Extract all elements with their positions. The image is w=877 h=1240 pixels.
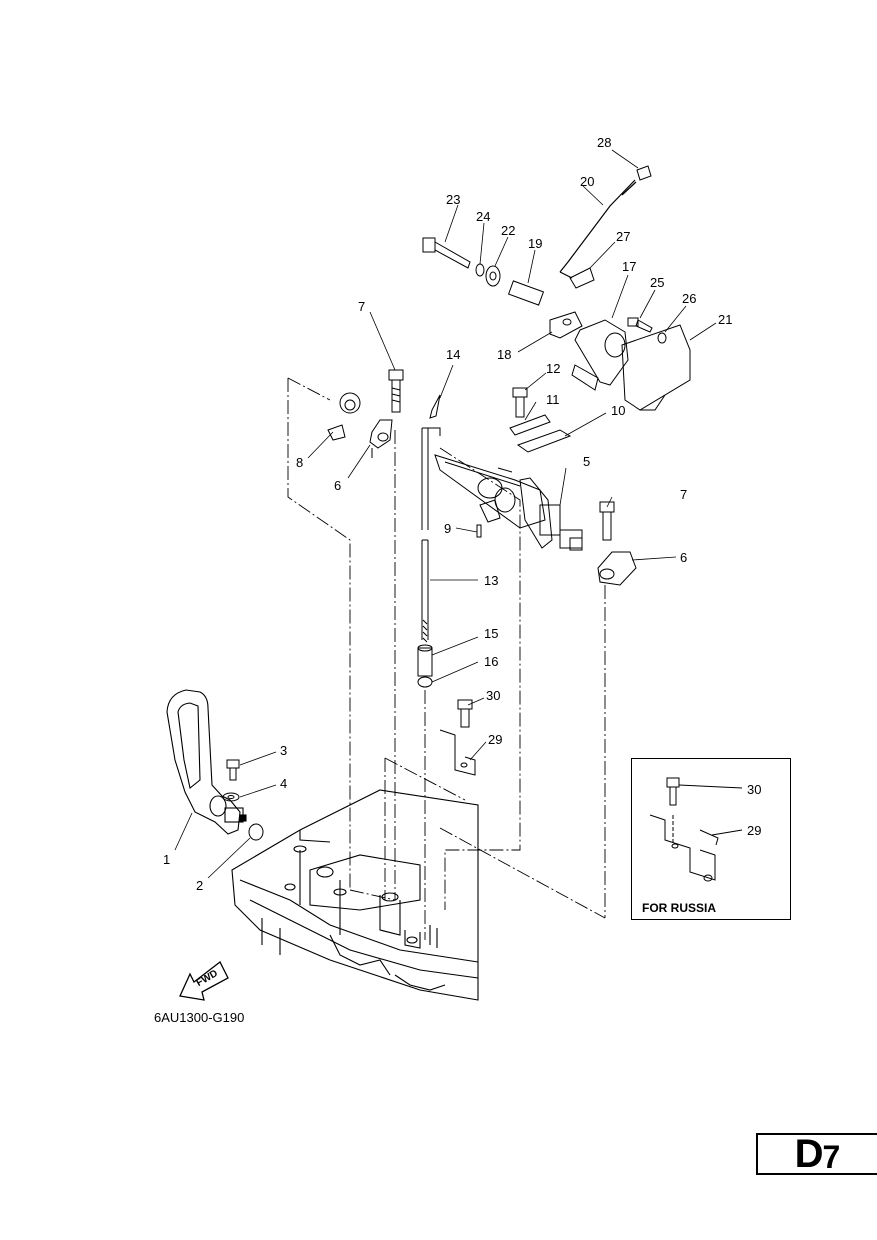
leader-lines [174,149,717,879]
part-19-spacer [507,280,545,306]
part-label-10: 10 [611,403,626,418]
part-label-9: 9 [444,521,452,536]
part-label-3: 3 [280,743,288,758]
part-14-clip [429,394,441,419]
part-7-bolt-upper [388,369,404,413]
part-6-bracket-upper [369,419,393,458]
part-label-18: 18 [497,347,512,362]
part-10-plate [516,429,572,453]
part-3-bolt [226,759,240,781]
part-21-bracket [621,324,691,411]
part-label-21: 21 [718,312,733,327]
page-letter: D [794,1131,824,1176]
part-24-washer [475,263,485,277]
part-label-28: 28 [597,135,612,150]
inset-caption: FOR RUSSIA [642,901,717,915]
part-23-bolt [422,237,471,269]
part-30-bolt [457,699,473,728]
inset-part-label-30: 30 [747,782,762,797]
part-label-15: 15 [484,626,499,641]
part-label-6-lower: 6 [680,550,688,565]
shift-lever [166,689,247,835]
russia-inset-box: 30 29 FOR RUSSIA [631,758,791,920]
part-4-washer [222,792,240,802]
part-17-lever-holder [571,319,629,391]
part-label-20: 20 [580,174,595,189]
part-label-7-upper: 7 [358,299,366,314]
part-label-16: 16 [484,654,499,669]
part-label-1: 1 [163,852,171,867]
part-label-24: 24 [476,209,491,224]
diagram-code: 6AU1300-G190 [154,1010,245,1025]
inset-part-label-29: 29 [747,823,762,838]
part-25-bolt [627,317,653,333]
part-28-nut [636,165,652,181]
part-16-nut [417,676,433,688]
fwd-arrow-icon [179,961,229,1001]
part-label-2: 2 [196,878,204,893]
part-20-link-rod [559,179,637,279]
part-27-clip [569,267,595,289]
part-label-30: 30 [486,688,501,703]
inset-russia-parts [649,777,743,882]
part-26-washer [657,332,667,344]
part-8-collar [327,392,361,441]
part-label-27: 27 [616,229,631,244]
part-7-bolt-lower [599,501,615,541]
part-label-22: 22 [501,223,516,238]
part-9-pin [476,524,482,538]
bottom-cowling-pan [231,789,479,1001]
part-2-o-ring [248,823,264,841]
part-label-14: 14 [446,347,461,362]
part-label-4: 4 [280,776,288,791]
part-11-plate [509,414,551,436]
part-label-29: 29 [488,732,503,747]
part-label-25: 25 [650,275,665,290]
part-label-13: 13 [484,573,499,588]
part-label-11: 11 [546,392,560,407]
part-29-bracket [439,729,476,776]
part-label-17: 17 [622,259,637,274]
shift-shaft-assembly [434,454,583,551]
page-badge: D 7 [756,1131,877,1176]
part-label-7-lower: 7 [680,487,688,502]
part-label-12: 12 [546,361,561,376]
part-label-23: 23 [446,192,461,207]
part-label-8: 8 [296,455,304,470]
part-22-washer [485,265,501,287]
part-label-6-upper: 6 [334,478,342,493]
part-18-lever [549,311,583,339]
part-12-bolt [512,387,528,418]
shift-rod [421,427,441,643]
assembly-guide-lines [287,377,606,940]
part-15-joint [417,644,433,677]
part-label-19: 19 [528,236,543,251]
part-6-bracket-lower [597,551,637,586]
part-label-26: 26 [682,291,697,306]
part-label-5: 5 [583,454,591,469]
page-number: 7 [822,1138,841,1175]
